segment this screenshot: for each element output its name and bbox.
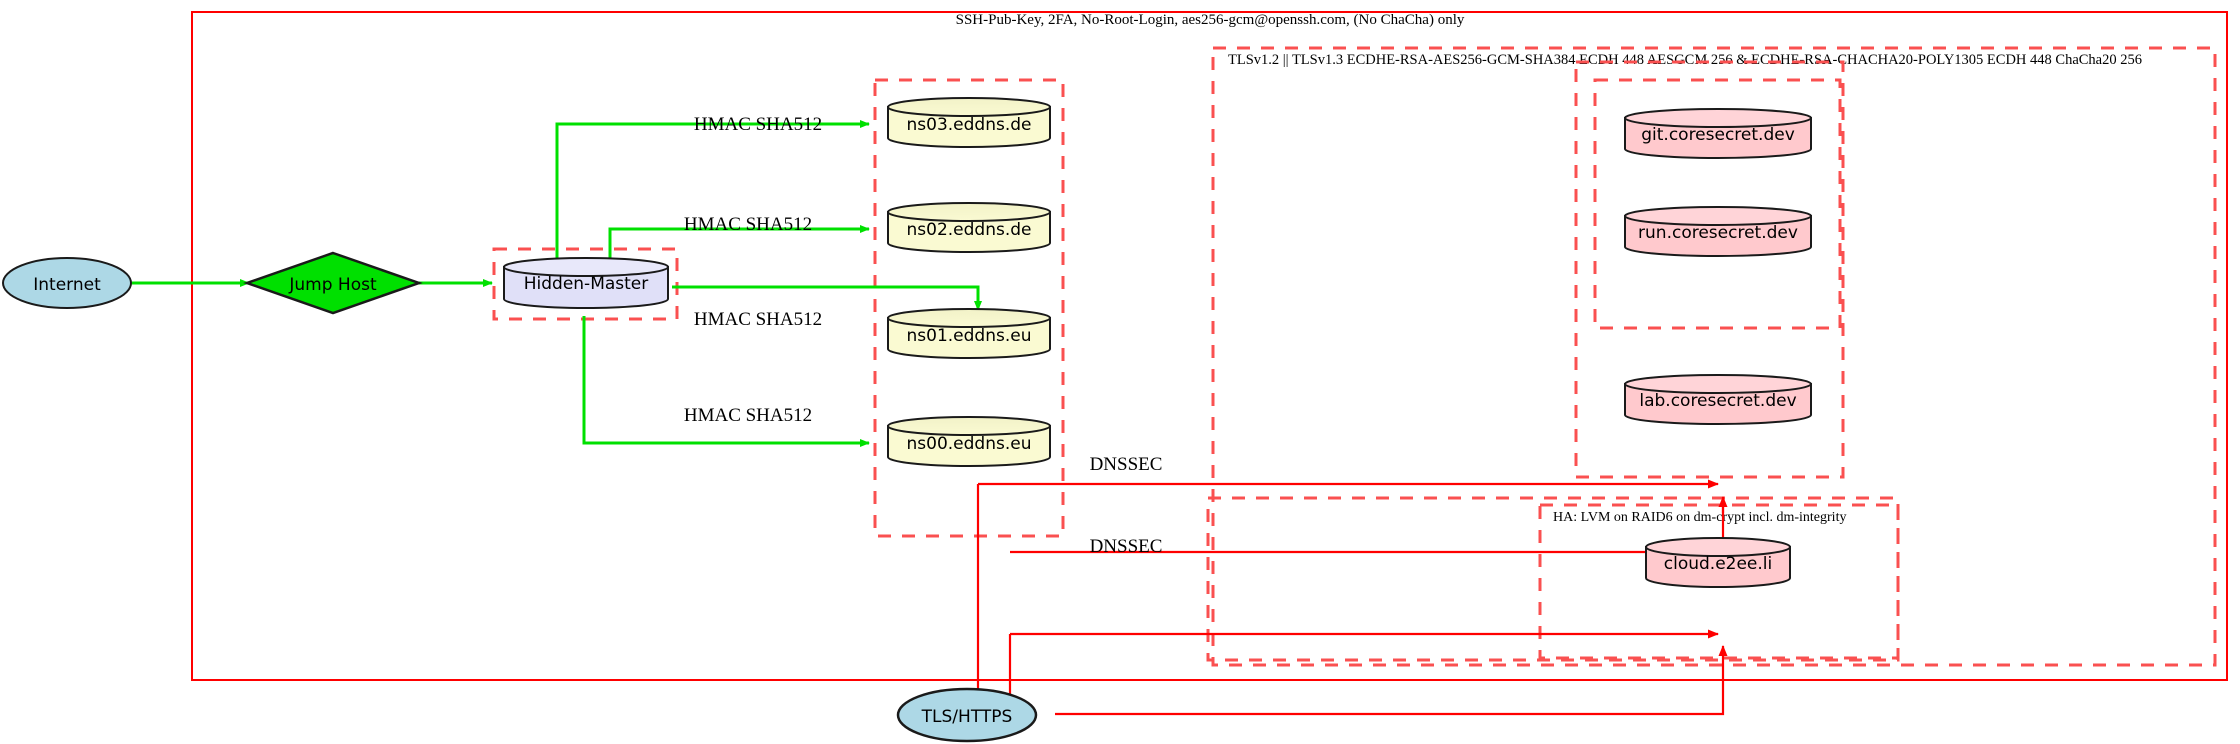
node-ns02[interactable]: ns02.eddns.de xyxy=(887,202,1051,253)
edge-label-hmac-ns03: HMAC SHA512 xyxy=(694,114,822,135)
edge-label-hmac-ns01: HMAC SHA512 xyxy=(694,309,822,330)
node-cloud-label: cloud.e2ee.li xyxy=(1664,554,1772,574)
tls-cluster-label: TLSv1.2 || TLSv1.3 ECDHE-RSA-AES256-GCM-… xyxy=(1228,52,2142,68)
node-ns01-label: ns01.eddns.eu xyxy=(907,326,1032,346)
node-run-coresecret[interactable]: run.coresecret.dev xyxy=(1624,206,1812,257)
node-tls-https[interactable]: TLS/HTTPS xyxy=(896,687,1038,743)
node-tls-https-label: TLS/HTTPS xyxy=(921,707,1013,727)
node-ns00[interactable]: ns00.eddns.eu xyxy=(887,416,1051,467)
edge-label-dnssec-upper: DNSSEC xyxy=(1090,454,1163,475)
edge-hiddenmaster-to-ns00 xyxy=(582,316,870,447)
node-git-label: git.coresecret.dev xyxy=(1641,125,1795,145)
dns-cluster-box xyxy=(873,78,1065,538)
edge-hiddenmaster-to-ns03 xyxy=(555,120,870,258)
node-ns00-label: ns00.eddns.eu xyxy=(907,434,1032,454)
node-internet-label: Internet xyxy=(33,275,101,295)
node-hidden-master[interactable]: Hidden-Master xyxy=(503,257,669,309)
node-ns02-label: ns02.eddns.de xyxy=(907,220,1032,240)
node-ns01[interactable]: ns01.eddns.eu xyxy=(887,308,1051,359)
node-hidden-master-label: Hidden-Master xyxy=(524,274,649,294)
tls-cluster-box xyxy=(1211,46,2217,667)
node-jump-host[interactable]: Jump Host xyxy=(243,251,423,315)
edge-tlshttps-right xyxy=(1055,645,1728,716)
ssh-boundary-label: SSH-Pub-Key, 2FA, No-Root-Login, aes256-… xyxy=(956,12,1465,28)
node-internet[interactable]: Internet xyxy=(2,257,132,309)
node-lab-coresecret[interactable]: lab.coresecret.dev xyxy=(1624,374,1812,425)
node-jump-host-label: Jump Host xyxy=(288,275,377,295)
coresecret-cluster-box xyxy=(1593,78,1842,330)
node-cloud-e2ee[interactable]: cloud.e2ee.li xyxy=(1645,537,1791,588)
ssh-boundary-box xyxy=(191,11,2228,681)
node-lab-label: lab.coresecret.dev xyxy=(1639,391,1796,411)
edge-hiddenmaster-to-ns01 xyxy=(672,285,982,311)
services-outer-cluster-box xyxy=(1574,60,1845,479)
node-ns03-label: ns03.eddns.de xyxy=(907,115,1032,135)
node-run-label: run.coresecret.dev xyxy=(1638,223,1798,243)
edge-label-hmac-ns00: HMAC SHA512 xyxy=(684,405,812,426)
node-ns03[interactable]: ns03.eddns.de xyxy=(887,97,1051,148)
edge-hiddenmaster-to-ns02 xyxy=(608,225,870,258)
ha-cluster-label: HA: LVM on RAID6 on dm-crypt incl. dm-in… xyxy=(1553,510,1846,525)
node-git-coresecret[interactable]: git.coresecret.dev xyxy=(1624,108,1812,159)
edge-label-hmac-ns02: HMAC SHA512 xyxy=(684,214,812,235)
edge-label-dnssec-lower: DNSSEC xyxy=(1090,536,1163,557)
